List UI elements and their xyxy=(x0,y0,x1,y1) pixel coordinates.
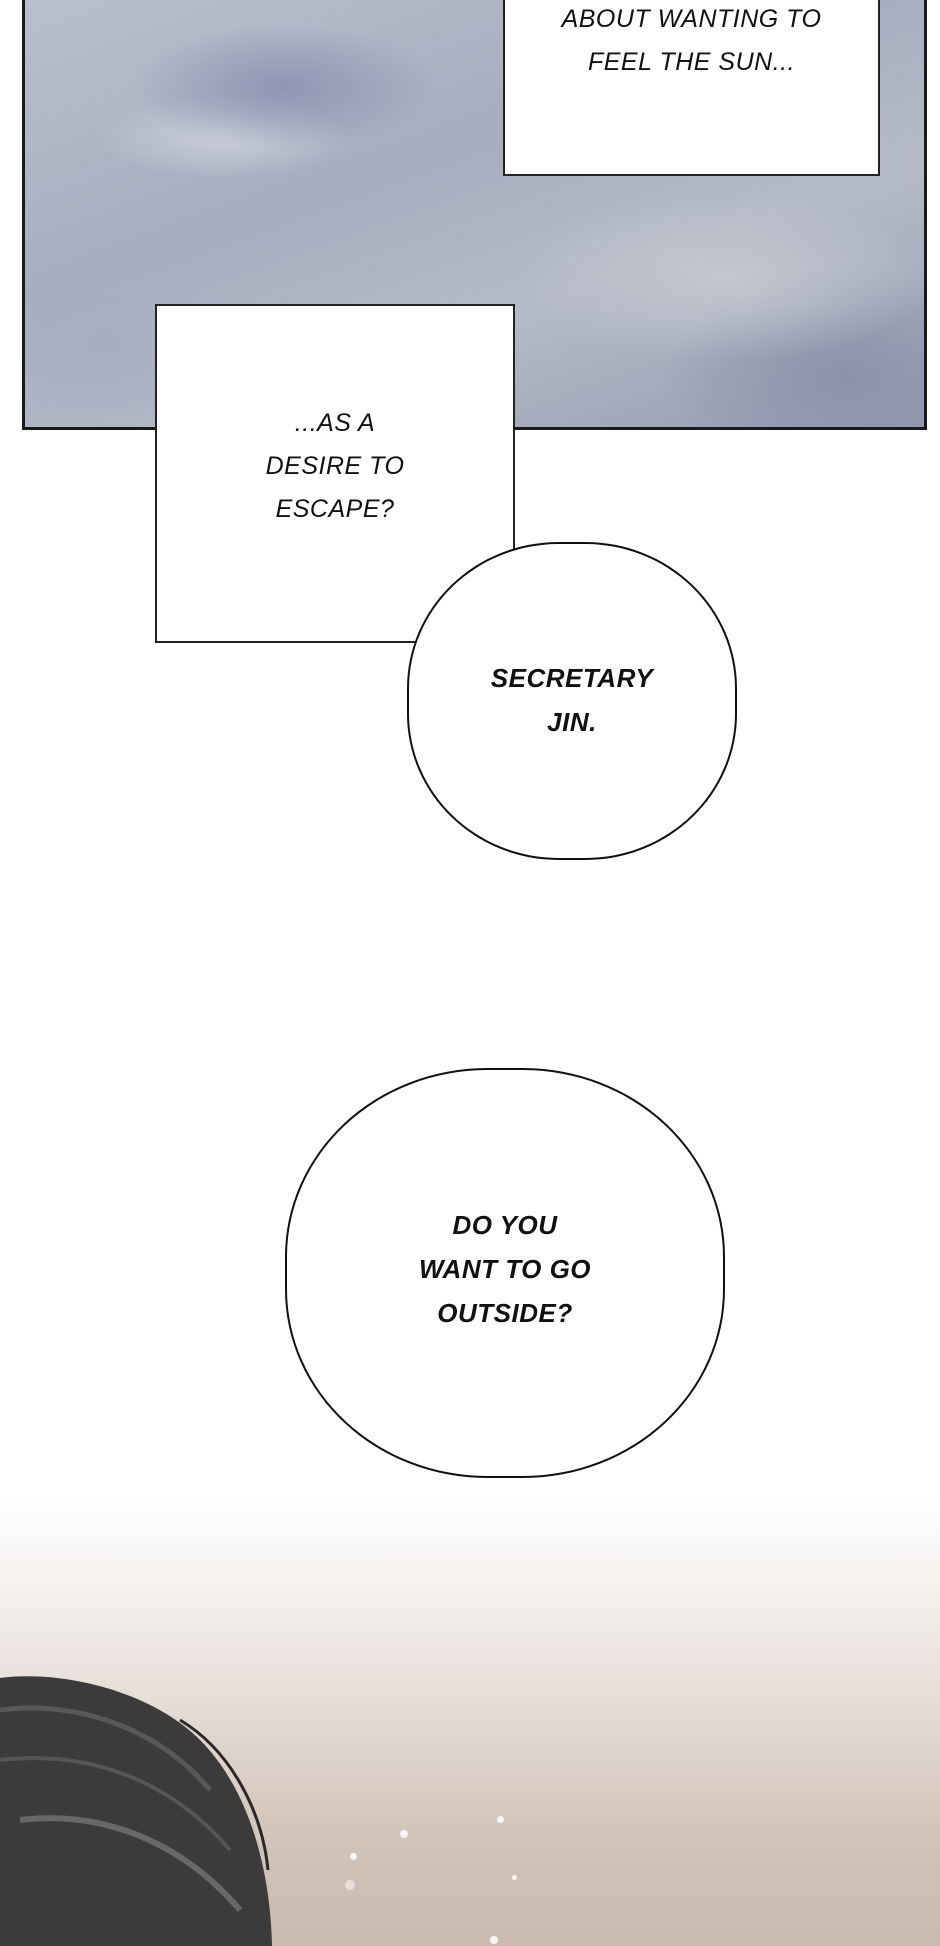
sparkle xyxy=(512,1875,517,1880)
character-hair-illustration xyxy=(0,1676,272,1946)
caption-box-2: ...AS A DESIRE TO ESCAPE? xyxy=(155,304,515,643)
speech-text-1: SECRETARY JIN. xyxy=(491,656,653,744)
sparkle xyxy=(350,1853,357,1860)
caption-text-2: ...AS A DESIRE TO ESCAPE? xyxy=(157,306,513,531)
caption-line: FEEL THE SUN... xyxy=(587,48,796,76)
sparkle xyxy=(400,1830,408,1838)
caption-line: ESCAPE? xyxy=(275,495,395,523)
speech-line: WANT TO GO xyxy=(418,1254,592,1284)
caption-box-1: ABOUT WANTING TO FEEL THE SUN... xyxy=(503,0,880,176)
speech-line: JIN. xyxy=(547,707,597,737)
caption-line: DESIRE TO xyxy=(265,452,405,480)
caption-text-1: ABOUT WANTING TO FEEL THE SUN... xyxy=(505,0,878,84)
sparkle xyxy=(490,1936,498,1944)
speech-line: DO YOU xyxy=(452,1210,558,1240)
sparkle xyxy=(345,1880,355,1890)
speech-bubble-1: SECRETARY JIN. xyxy=(407,542,737,860)
speech-bubble-2: DO YOU WANT TO GO OUTSIDE? xyxy=(285,1068,725,1478)
caption-line: ...AS A xyxy=(294,409,376,437)
speech-line: SECRETARY xyxy=(490,663,654,693)
speech-line: OUTSIDE? xyxy=(437,1298,573,1328)
speech-text-2: DO YOU WANT TO GO OUTSIDE? xyxy=(419,1203,591,1335)
caption-line: ABOUT WANTING TO xyxy=(561,5,822,33)
sparkle xyxy=(497,1816,504,1823)
